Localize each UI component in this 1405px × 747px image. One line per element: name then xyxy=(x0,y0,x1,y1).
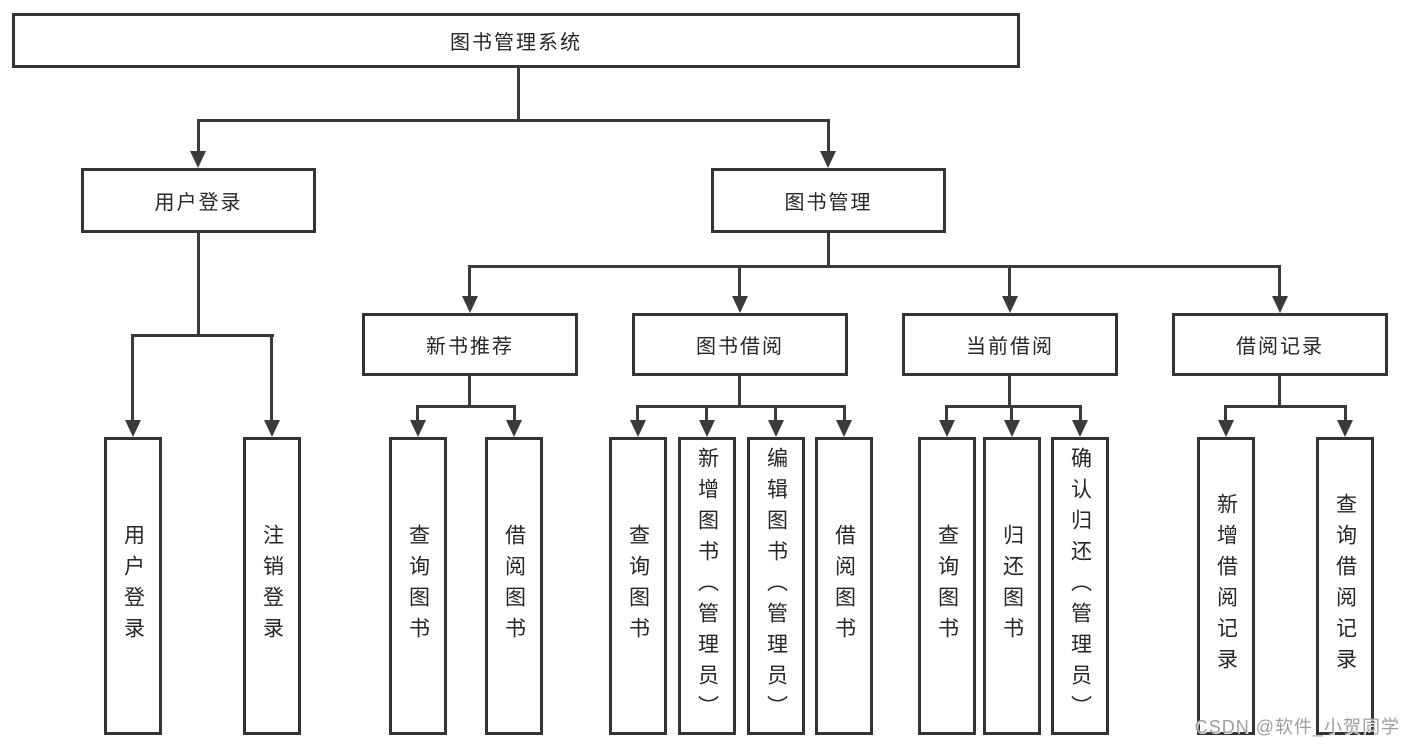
leaf-query-books-recommend: 查询图书 xyxy=(389,437,447,735)
leaf-borrow-books-borrowing: 借阅图书 xyxy=(815,437,873,735)
node-book-borrowing: 图书借阅 xyxy=(632,313,848,376)
node-book-management-label: 图书管理 xyxy=(784,192,873,214)
connector-level2-hline xyxy=(197,119,830,122)
node-new-book-recommendation: 新书推荐 xyxy=(362,313,578,376)
arrowhead-records-query xyxy=(1337,420,1353,437)
connector-stem-borrowing-query xyxy=(636,405,639,422)
leaf-borrow-books-borrowing-label: 借阅图书 xyxy=(832,524,856,648)
leaf-borrow-books-recommend-label: 借阅图书 xyxy=(502,524,526,648)
connector-stem-leaf-logout xyxy=(270,334,273,422)
leaf-borrow-books-recommend: 借阅图书 xyxy=(485,437,543,735)
connector-stem-new-book xyxy=(468,265,471,299)
arrowhead-recommend-query xyxy=(410,420,426,437)
leaf-add-borrow-record: 新增借阅记录 xyxy=(1197,437,1255,735)
connector-stem-current-query xyxy=(945,405,948,422)
leaf-edit-books-admin-label: 编辑图书（管理员） xyxy=(764,446,788,726)
connector-book-management-stem xyxy=(827,233,830,268)
connector-stem-book-borrowing xyxy=(738,265,741,299)
leaf-query-books-recommend-label: 查询图书 xyxy=(406,524,430,648)
node-borrowing-records-label: 借阅记录 xyxy=(1236,336,1324,358)
connector-stem-user-login xyxy=(197,119,200,155)
arrowhead-borrowing-borrow xyxy=(836,420,852,437)
arrowhead-current-return xyxy=(1004,420,1020,437)
node-root-label: 图书管理系统 xyxy=(450,32,582,54)
connector-current-stem xyxy=(1008,376,1011,408)
leaf-query-books-current: 查询图书 xyxy=(918,437,976,735)
leaf-return-books-label: 归还图书 xyxy=(1000,524,1024,648)
arrowhead-borrowing-query xyxy=(630,420,646,437)
arrowhead-leaf-user-login xyxy=(125,420,141,437)
connector-stem-borrowing-records xyxy=(1278,265,1281,299)
node-current-borrowing-label: 当前借阅 xyxy=(966,336,1054,358)
leaf-query-books-borrowing: 查询图书 xyxy=(609,437,667,735)
arrowhead-borrowing-add xyxy=(699,420,715,437)
leaf-query-borrow-record-label: 查询借阅记录 xyxy=(1333,493,1357,679)
connector-stem-records-query xyxy=(1344,405,1347,422)
connector-stem-leaf-user-login xyxy=(131,334,134,422)
node-user-login: 用户登录 xyxy=(81,168,316,233)
leaf-return-books: 归还图书 xyxy=(983,437,1041,735)
leaf-add-books-admin-label: 新增图书（管理员） xyxy=(695,446,719,726)
connector-stem-borrowing-edit xyxy=(774,405,777,422)
leaf-user-login-label: 用户登录 xyxy=(121,524,145,648)
connector-borrowing-hline xyxy=(636,405,846,408)
connector-records-hline xyxy=(1224,405,1347,408)
arrowhead-records-add xyxy=(1218,420,1234,437)
arrowhead-new-book xyxy=(462,296,478,313)
connector-borrowing-stem xyxy=(738,376,741,408)
node-new-book-recommendation-label: 新书推荐 xyxy=(426,336,514,358)
arrowhead-borrowing-edit xyxy=(768,420,784,437)
node-current-borrowing: 当前借阅 xyxy=(902,313,1118,376)
connector-stem-borrowing-borrow xyxy=(843,405,846,422)
connector-stem-current-confirm xyxy=(1079,405,1082,422)
leaf-add-books-admin: 新增图书（管理员） xyxy=(678,437,736,735)
leaf-edit-books-admin: 编辑图书（管理员） xyxy=(747,437,805,735)
connector-stem-book-management xyxy=(827,119,830,155)
leaf-logout: 注销登录 xyxy=(243,437,301,735)
arrowhead-user-login xyxy=(190,151,206,168)
connector-stem-recommend-query xyxy=(416,405,419,422)
connector-user-login-hline xyxy=(131,334,274,337)
connector-records-stem xyxy=(1278,376,1281,408)
connector-current-hline xyxy=(945,405,1082,408)
leaf-confirm-return-admin-label: 确认归还（管理员） xyxy=(1068,446,1092,726)
csdn-watermark: CSDN @软件_小贺同学 xyxy=(1194,717,1400,737)
connector-stem-recommend-borrow xyxy=(513,405,516,422)
connector-stem-current-borrowing xyxy=(1008,265,1011,299)
arrowhead-current-borrowing xyxy=(1002,296,1018,313)
arrowhead-leaf-logout xyxy=(264,420,280,437)
connector-user-login-stem xyxy=(197,233,200,337)
arrowhead-book-management xyxy=(820,151,836,168)
arrowhead-recommend-borrow xyxy=(506,420,522,437)
node-borrowing-records: 借阅记录 xyxy=(1172,313,1388,376)
node-book-borrowing-label: 图书借阅 xyxy=(696,336,784,358)
arrowhead-book-borrowing xyxy=(732,296,748,313)
connector-stem-current-return xyxy=(1010,405,1013,422)
connector-stem-records-add xyxy=(1224,405,1227,422)
leaf-user-login: 用户登录 xyxy=(104,437,162,735)
leaf-logout-label: 注销登录 xyxy=(260,524,284,648)
node-user-login-label: 用户登录 xyxy=(154,192,243,214)
connector-level3-hline xyxy=(468,265,1281,268)
connector-stem-borrowing-add xyxy=(705,405,708,422)
connector-recommend-stem xyxy=(468,376,471,408)
leaf-query-books-borrowing-label: 查询图书 xyxy=(626,524,650,648)
leaf-add-borrow-record-label: 新增借阅记录 xyxy=(1214,493,1238,679)
leaf-confirm-return-admin: 确认归还（管理员） xyxy=(1051,437,1109,735)
connector-recommend-hline xyxy=(416,405,516,408)
arrowhead-borrowing-records xyxy=(1272,296,1288,313)
node-root: 图书管理系统 xyxy=(12,13,1020,68)
arrowhead-current-query xyxy=(939,420,955,437)
leaf-query-borrow-record: 查询借阅记录 xyxy=(1316,437,1374,735)
connector-root-stem xyxy=(517,68,520,121)
arrowhead-current-confirm xyxy=(1072,420,1088,437)
node-book-management: 图书管理 xyxy=(711,168,946,233)
leaf-query-books-current-label: 查询图书 xyxy=(935,524,959,648)
